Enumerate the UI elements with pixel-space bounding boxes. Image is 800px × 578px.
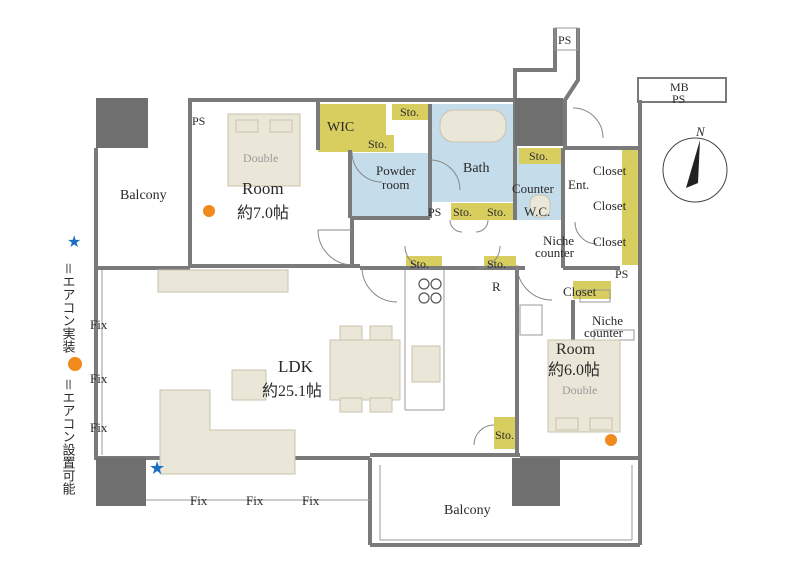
closet-4: Closet [563,284,597,299]
pillars [96,98,563,506]
sto-7: Sto. [487,257,506,271]
ps-1: PS [192,114,205,128]
sto-1: Sto. [400,105,419,119]
ps-2: PS [428,205,441,219]
ps-3: PS [558,33,571,47]
fix-3: Fix [90,420,108,435]
ldk-size: 約25.1帖 [262,382,322,400]
ldk-name: LDK [278,357,314,376]
ps-5: PS [615,267,628,281]
sto-8: Sto. [495,428,514,442]
legend: ★ ＝エアコン実装 ＝エアコン設置可能 [61,234,82,495]
north-arrow: N [662,124,728,203]
powder-room-text-line2: room [382,177,409,192]
legend-ac-installed: ＝エアコン実装 [61,262,76,353]
legend-ac-possible: ＝エアコン設置可能 [61,378,76,495]
niche-counter-label-2: counter [584,325,624,340]
ac-possible-dot-room1 [203,205,215,217]
closet-3: Closet [593,234,627,249]
balcony-bottom-label: Balcony [444,503,491,518]
storage-areas [318,104,638,449]
room2-name: Room [556,341,596,358]
ac-installed-star: ★ [149,458,165,478]
ps-4: PS [672,92,685,106]
north-label: N [695,124,706,139]
closet-1: Closet [593,163,627,178]
svg-text:★: ★ [67,234,81,251]
fix-5: Fix [246,493,264,508]
counter-label: Counter [512,181,555,196]
bath-label: Bath [463,161,489,176]
doors [317,107,604,446]
ac-possible-dot-room2 [605,434,617,446]
wc-label: W.C. [524,204,550,219]
sto-6: Sto. [410,257,429,271]
powder-room-text: Powder [376,163,416,178]
fix-2: Fix [90,371,108,386]
refrigerator-label: R [492,279,501,294]
furniture [157,109,621,475]
room2-size: 約6.0帖 [548,361,600,379]
fix-1: Fix [90,317,108,332]
powder-room-label: Powder room [376,163,419,192]
sto-4: Sto. [487,205,506,219]
room1-size: 約7.0帖 [237,204,289,222]
niche-label-1: Niche [543,233,574,248]
entrance-label: Ent. [568,177,589,192]
mb-label: MB [670,80,689,94]
wic-label: WIC [327,120,354,135]
fix-6: Fix [302,493,320,508]
closet-2: Closet [593,198,627,213]
thin-lines [96,27,635,541]
niche-label-2: Niche [592,313,623,328]
room1-name: Room [242,179,284,198]
balcony-left-label: Balcony [120,188,167,203]
stove [418,278,442,304]
room2-bed-label: Double [562,383,597,397]
fix-4: Fix [190,493,208,508]
sto-2: Sto. [368,137,387,151]
sto-5: Sto. [529,149,548,163]
sto-3: Sto. [453,205,472,219]
niche-counter-label-1: counter [535,245,575,260]
room1-bed-label: Double [243,151,278,165]
